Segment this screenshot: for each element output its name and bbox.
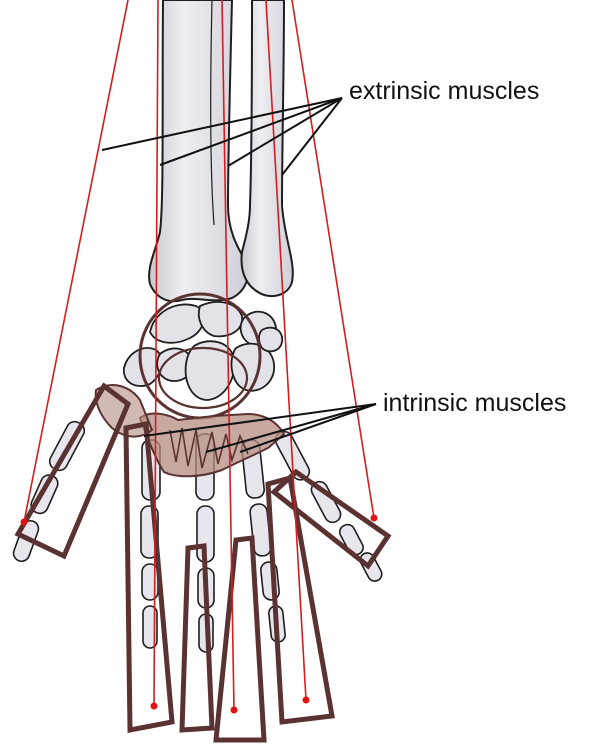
dot-ring bbox=[303, 697, 310, 704]
dot-little bbox=[371, 515, 378, 522]
forearm-bones-icon bbox=[149, 0, 293, 301]
extrinsic-muscles-label: extrinsic muscles bbox=[349, 77, 539, 105]
dot-middle bbox=[231, 707, 238, 714]
extrinsic-leader-3 bbox=[228, 98, 342, 166]
little-distal bbox=[358, 550, 384, 583]
dot-index bbox=[151, 703, 158, 710]
middle-ring-muscle-outline bbox=[216, 538, 264, 740]
middle-muscle-outline bbox=[182, 546, 212, 730]
index-middle bbox=[142, 564, 158, 600]
intrinsic-muscles-label: intrinsic muscles bbox=[383, 389, 566, 417]
ulna-bone bbox=[242, 0, 293, 296]
dot-thumb bbox=[21, 519, 28, 526]
pisiform bbox=[259, 328, 282, 352]
capitate bbox=[186, 341, 235, 400]
